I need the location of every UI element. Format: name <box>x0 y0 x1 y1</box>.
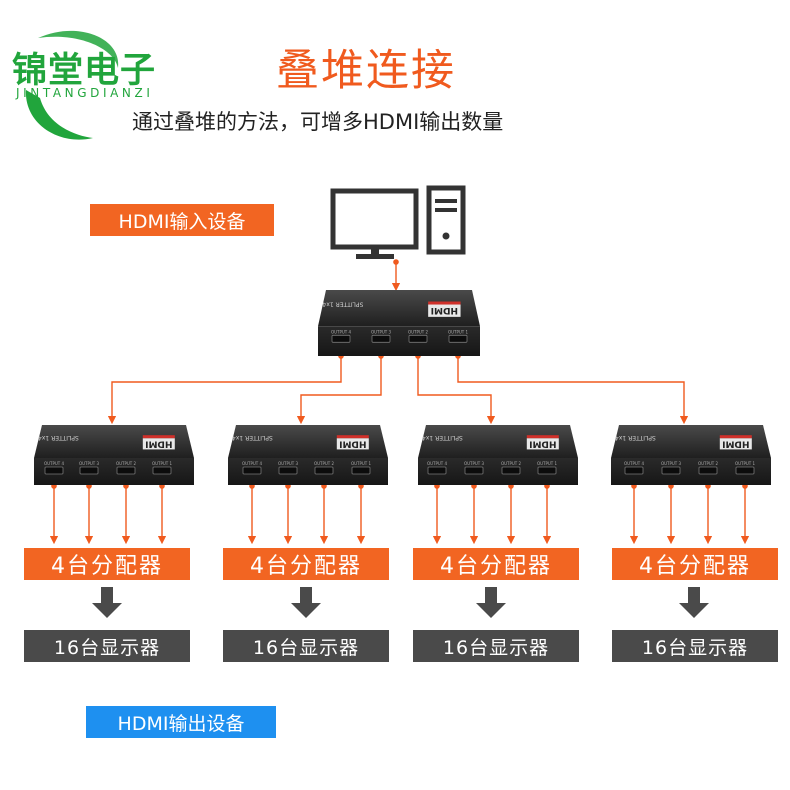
device-top <box>34 425 194 458</box>
splitter-count-label: 4台分配器 <box>223 548 389 580</box>
display-count-label: 16台显示器 <box>223 630 389 662</box>
connector-branch <box>457 356 689 425</box>
pc-tower-icon <box>426 185 466 255</box>
hdmi-badge <box>142 438 175 450</box>
port-label: OUTPUT 2 <box>116 461 137 466</box>
hdmi-badge <box>428 304 461 317</box>
hdmi-port <box>448 334 468 343</box>
port-label: OUTPUT 4 <box>427 461 448 466</box>
port-label: OUTPUT 2 <box>408 329 429 334</box>
input-device-tag: HDMI输入设备 <box>90 204 274 236</box>
hdmi-port <box>331 334 351 343</box>
device-top <box>228 425 388 458</box>
down-arrows <box>92 587 709 618</box>
hdmi-badge <box>336 438 369 450</box>
device-top <box>318 290 480 327</box>
output-device-tag: HDMI输出设备 <box>86 706 276 738</box>
connector-dot <box>393 259 399 265</box>
hdmi-badge-stripe <box>526 435 559 439</box>
port-label: OUTPUT 4 <box>242 461 263 466</box>
hdmi-badge-text: HDMI <box>431 305 458 315</box>
hdmi-port <box>501 466 521 475</box>
connector-branch <box>107 356 342 425</box>
port-label: OUTPUT 2 <box>501 461 522 466</box>
hdmi-port <box>371 334 391 343</box>
port-label: OUTPUT 2 <box>314 461 335 466</box>
port-label: OUTPUT 1 <box>448 329 469 334</box>
hdmi-badge <box>526 438 559 450</box>
down-arrow-icon <box>92 587 122 618</box>
hdmi-port <box>79 466 99 475</box>
page-title: 叠堆连接 <box>276 46 456 96</box>
port-label: OUTPUT 3 <box>661 461 682 466</box>
port-label: OUTPUT 1 <box>351 461 372 466</box>
display-count-label: 16台显示器 <box>612 630 778 662</box>
port-label: OUTPUT 2 <box>698 461 719 466</box>
page-subtitle: 通过叠堆的方法，可增多HDMI输出数量 <box>132 110 504 134</box>
hdmi-port <box>278 466 298 475</box>
hdmi-badge <box>719 438 752 450</box>
port-label: OUTPUT 3 <box>464 461 485 466</box>
down-arrow-icon <box>476 587 506 618</box>
connector-branch <box>296 356 382 425</box>
device-model-label: SPLITTER 1x4 <box>422 434 463 441</box>
hdmi-port <box>242 466 262 475</box>
port-label: OUTPUT 3 <box>278 461 299 466</box>
connector-branch <box>417 356 496 425</box>
display-count-label: 16台显示器 <box>24 630 190 662</box>
hdmi-port <box>661 466 681 475</box>
down-arrow-icon <box>291 587 321 618</box>
hdmi-badge-text: HDMI <box>722 438 749 448</box>
hdmi-port <box>44 466 64 475</box>
hdmi-port <box>152 466 172 475</box>
hdmi-badge-text: HDMI <box>529 438 556 448</box>
hdmi-port <box>427 466 447 475</box>
port-label: OUTPUT 1 <box>537 461 558 466</box>
port-label: OUTPUT 1 <box>152 461 173 466</box>
hdmi-port <box>624 466 644 475</box>
logo-swoosh-icon <box>25 30 119 140</box>
hdmi-port <box>351 466 371 475</box>
splitter-count-label: 4台分配器 <box>24 548 190 580</box>
hdmi-badge-stripe <box>428 301 461 305</box>
hdmi-badge-stripe <box>142 435 175 439</box>
port-label: OUTPUT 3 <box>79 461 100 466</box>
logo-name: 锦堂电子 <box>12 51 157 91</box>
device-model-label: SPLITTER 1x4 <box>232 434 273 441</box>
device-model-label: SPLITTER 1x4 <box>322 300 363 307</box>
hdmi-port <box>116 466 136 475</box>
hdmi-badge-stripe <box>336 435 369 439</box>
hdmi-port <box>408 334 428 343</box>
port-label: OUTPUT 4 <box>331 329 352 334</box>
hdmi-port <box>464 466 484 475</box>
device-top <box>418 425 578 458</box>
logo-pinyin: JINTANGDIANZI <box>16 86 154 100</box>
display-count-label: 16台显示器 <box>413 630 579 662</box>
hdmi-badge-stripe <box>719 435 752 439</box>
hdmi-port <box>537 466 557 475</box>
device-top <box>611 425 771 458</box>
port-label: OUTPUT 3 <box>371 329 392 334</box>
down-arrow-icon <box>679 587 709 618</box>
device-model-label: SPLITTER 1x4 <box>38 434 79 441</box>
port-label: OUTPUT 1 <box>735 461 756 466</box>
hdmi-badge-text: HDMI <box>339 438 366 448</box>
hdmi-port <box>698 466 718 475</box>
port-label: OUTPUT 4 <box>624 461 645 466</box>
hdmi-port <box>735 466 755 475</box>
hdmi-port <box>314 466 334 475</box>
device-model-label: SPLITTER 1x4 <box>615 434 656 441</box>
splitter-count-label: 4台分配器 <box>413 548 579 580</box>
monitor-icon <box>330 188 419 259</box>
port-label: OUTPUT 4 <box>44 461 65 466</box>
hdmi-badge-text: HDMI <box>145 438 172 448</box>
splitter-count-label: 4台分配器 <box>612 548 778 580</box>
